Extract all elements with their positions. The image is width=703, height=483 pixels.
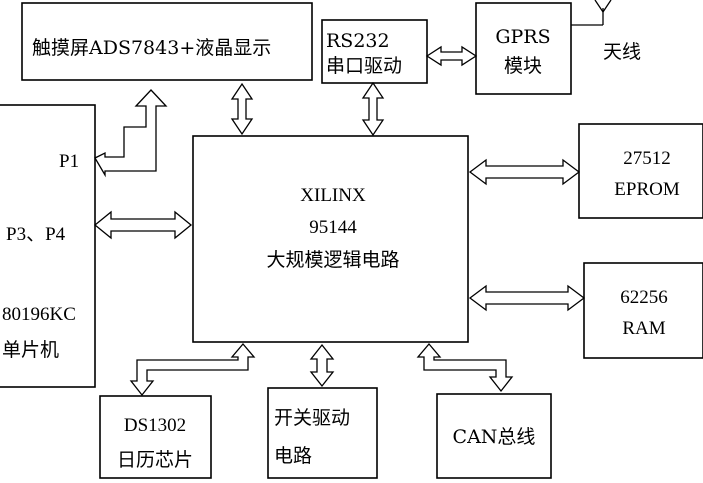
cpld-label-line1: XILINX — [300, 185, 366, 206]
mcu-label-line1: 80196KC — [2, 304, 76, 325]
gprs-label-line2: 模块 — [504, 55, 542, 77]
cpld-label-line3: 大规模逻辑电路 — [266, 249, 399, 271]
rtc-box — [99, 395, 212, 479]
ram-label-line1: 62256 — [620, 287, 668, 308]
mcu-label-line2: 单片机 — [2, 339, 59, 361]
rs232-box — [321, 19, 428, 84]
rtc-label-line1: DS1302 — [124, 415, 186, 436]
switch-box — [267, 387, 378, 479]
rs232-cpld-arrow — [361, 81, 385, 137]
cpld-rtc-arrow — [129, 342, 256, 397]
eprom-label-line1: 27512 — [623, 148, 671, 169]
rs232-gprs-arrow — [425, 45, 478, 67]
antenna-icon — [571, 0, 612, 26]
gprs-label-line1: GPRS — [495, 26, 550, 48]
cpld-ram-arrow — [468, 284, 586, 312]
touch-lcd-box — [21, 2, 313, 81]
cpld-can-arrow — [416, 342, 514, 393]
mcu-box — [0, 104, 96, 388]
switch-label-line1: 开关驱动 — [274, 407, 350, 429]
can-bus-label: CAN总线 — [453, 426, 536, 448]
lcd-cpld-arrow — [230, 82, 254, 136]
touch-lcd-label: 触摸屏ADS7843+液晶显示 — [32, 37, 271, 59]
mcu-port-p1-label: P1 — [59, 151, 79, 172]
eprom-box — [578, 123, 703, 219]
switch-label-line2: 电路 — [274, 445, 312, 467]
p34-cpld-arrow — [93, 210, 193, 240]
antenna-label: 天线 — [603, 41, 641, 63]
p1-lcd-arrow — [94, 89, 168, 178]
can-box — [436, 393, 552, 479]
ram-box — [583, 262, 703, 359]
cpld-box — [192, 135, 469, 343]
cpld-eprom-arrow — [468, 158, 581, 186]
gprs-box — [475, 2, 572, 95]
rs232-label-line1: RS232 — [326, 30, 390, 52]
eprom-label-line2: EPROM — [614, 179, 680, 200]
cpld-switch-arrow — [309, 343, 335, 388]
rs232-label-line2: 串口驱动 — [326, 55, 402, 77]
ram-label-line2: RAM — [622, 318, 665, 339]
mcu-port-p34-label: P3、P4 — [6, 224, 66, 245]
cpld-label-line2: 95144 — [309, 217, 357, 238]
rtc-label-line2: 日历芯片 — [117, 449, 193, 471]
